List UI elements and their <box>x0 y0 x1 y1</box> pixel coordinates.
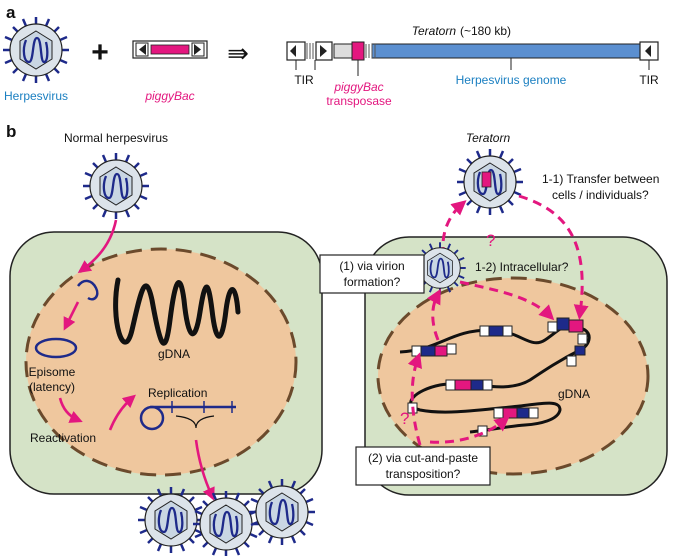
circularization-arrow <box>63 301 80 331</box>
virion-formation-box <box>319 254 425 294</box>
replication-label: Replication <box>148 386 207 400</box>
teratorn-b-title: Teratorn <box>466 131 511 145</box>
transfer-label-line2: cells / individuals? <box>552 188 649 202</box>
cut-paste-line1: (2) via cut-and-paste <box>368 451 478 465</box>
virion-formation-line1: (1) via virion <box>339 259 404 273</box>
cut-paste-box <box>355 446 491 486</box>
gdna-right-label: gDNA <box>558 387 590 401</box>
normal-herpesvirus-title: Normal herpesvirus <box>64 131 168 145</box>
replication-arrow <box>108 394 136 431</box>
virion-transposase-mark <box>481 171 492 188</box>
panel-b-label: b <box>6 122 16 141</box>
transposase-label-line1: piggyBac <box>333 80 383 94</box>
piggybac-element-icon <box>132 40 208 59</box>
progeny-virus-icon-1 <box>136 485 206 555</box>
progeny-virus-icon-2 <box>191 489 261 556</box>
gdna-left-label: gDNA <box>158 347 190 361</box>
transfer-label-line1: 1-1) Transfer between <box>542 172 659 186</box>
cut-paste-arrow-2 <box>429 416 510 444</box>
episome-label: Episome <box>29 365 76 379</box>
cut-paste-arrow-1 <box>407 352 422 446</box>
intracellular-label: 1-2) Intracellular? <box>475 260 569 274</box>
question-mark-bottom: ? <box>400 409 409 428</box>
release-arrow <box>194 439 215 501</box>
question-mark-top: ? <box>486 231 495 250</box>
genome-label: Herpesvirus genome <box>456 73 567 87</box>
tir-right-label: TIR <box>639 73 659 87</box>
virion-formation-line2: formation? <box>344 275 401 289</box>
reactivation-arrow <box>58 397 83 423</box>
infection-arrow <box>77 219 118 274</box>
herpesvirus-label: Herpesvirus <box>4 89 68 103</box>
integrated-teratorn-copies <box>407 317 588 437</box>
arrow-icon: ⇛ <box>227 38 249 68</box>
virion-formation-arrow <box>427 288 441 341</box>
intracellular-arrow <box>459 280 555 321</box>
tir-left-label: TIR <box>294 73 314 87</box>
cut-paste-line2: transposition? <box>386 467 461 481</box>
teratorn-construct <box>286 41 659 76</box>
reactivation-label: Reactivation <box>30 431 96 445</box>
normal-virus-icon <box>81 151 151 221</box>
left-cell <box>9 231 323 495</box>
rolling-circle-replication <box>139 401 236 431</box>
gdna-chromosome-left <box>113 277 241 346</box>
transposase-label-line2: transposase <box>326 94 392 108</box>
latency-label: (latency) <box>29 380 75 394</box>
piggybac-label: piggyBac <box>144 89 194 103</box>
episome-circle <box>34 337 78 359</box>
teratorn-size: (~180 kb) <box>460 24 511 38</box>
viral-dna-strand <box>77 279 99 301</box>
transfer-arrow <box>518 194 589 320</box>
teratorn-title: Teratorn <box>412 24 457 38</box>
replication-bracket <box>175 415 215 429</box>
panel-a-label: a <box>6 3 16 22</box>
plus-sign: + <box>91 36 109 69</box>
herpesvirus-icon <box>1 15 71 85</box>
